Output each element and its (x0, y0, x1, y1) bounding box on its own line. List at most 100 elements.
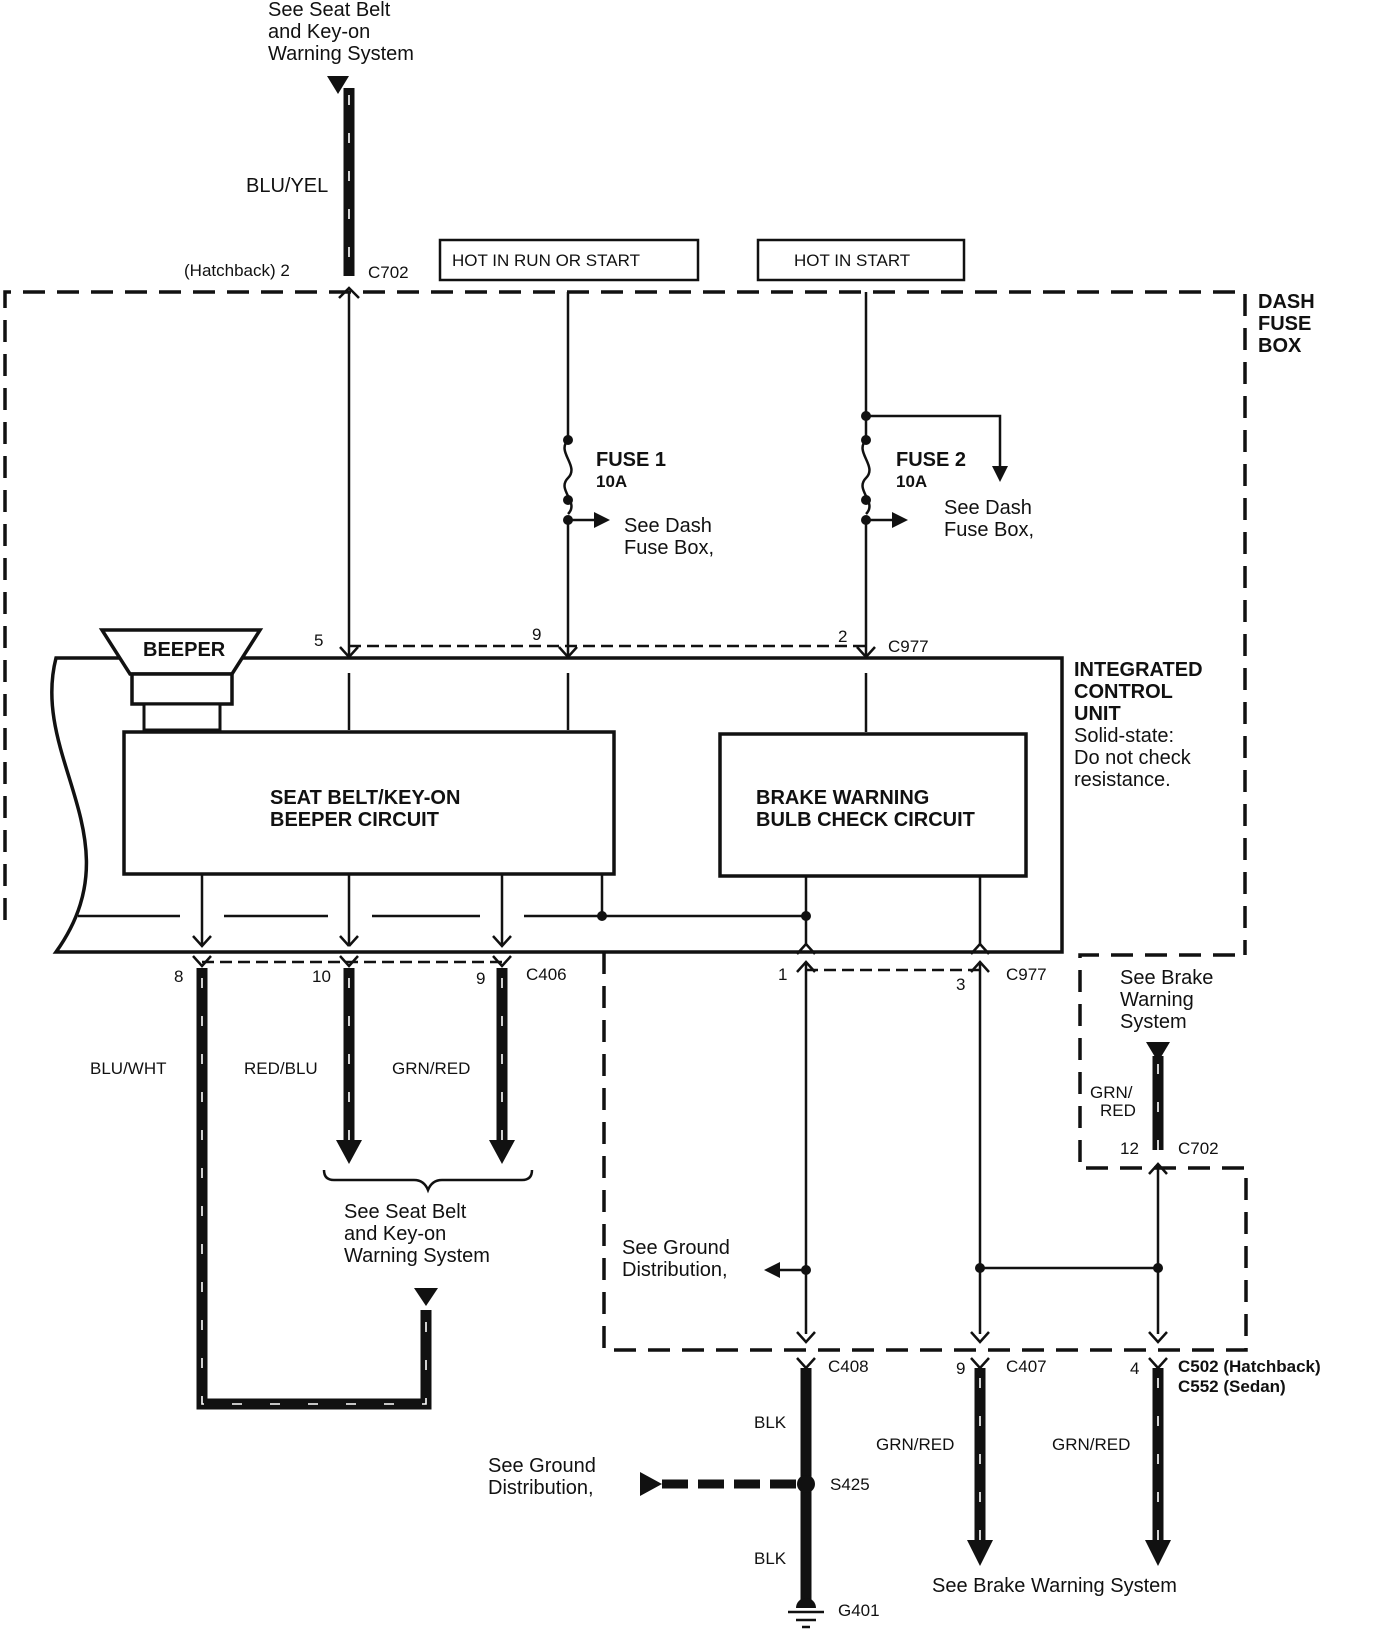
c977-top-pin-arrows (339, 646, 876, 659)
seat-belt-beeper-circuit-box (122, 730, 616, 876)
red-blu-label: RED/BLU (244, 1059, 318, 1078)
top-ref-line2: and Key-on (268, 21, 370, 43)
s425-splice (797, 1475, 815, 1493)
dash-fuse-box-line3: BOX (1258, 335, 1302, 357)
c977-bottom-pin-arrows (796, 942, 990, 955)
c408-label: C408 (828, 1357, 869, 1376)
circuit-output-wires (200, 874, 982, 944)
ground-ref2-line2: Distribution, (488, 1477, 594, 1499)
g401-ground-cap (796, 1598, 816, 1608)
fuse2-name: FUSE 2 (896, 449, 966, 471)
seat-belt-circuit-line2: BEEPER CIRCUIT (270, 809, 439, 831)
brake-warning-bulb-check-circuit-box (718, 732, 1028, 878)
ground-ref2-arrow (640, 1472, 662, 1496)
dash-fuse-box-line1: DASH (1258, 291, 1315, 313)
top-ref-line1: See Seat Belt (268, 0, 391, 21)
brake-top-ref-line2: Warning (1120, 989, 1194, 1011)
seat-belt-ref-line3: Warning System (344, 1245, 490, 1267)
s425-label: S425 (830, 1475, 870, 1494)
c977-top-label: C977 (888, 637, 929, 656)
fuse2-side-wire (866, 414, 1002, 470)
beeper: BEEPER (98, 628, 264, 732)
grn-red-c407-arrow (967, 1540, 993, 1566)
ground-ref1-line1: See Ground (622, 1237, 730, 1259)
lower-harness-boundary (602, 952, 1248, 1352)
red-blu-arrow (336, 1140, 362, 1164)
pin-5-label: 5 (314, 631, 323, 650)
ground-ref1-line2: Distribution, (622, 1259, 728, 1281)
blu-wht-label: BLU/WHT (90, 1059, 167, 1078)
hot-in-start-box (756, 238, 966, 282)
seat-belt-ref-line2: and Key-on (344, 1223, 446, 1245)
grn-red-c502-label: GRN/RED (1052, 1435, 1130, 1454)
icu-label: INTEGRATED CONTROL UNIT Solid-state: Do … (1074, 659, 1203, 791)
fuse2-branch-arrow (892, 512, 908, 528)
icu-line2: CONTROL (1074, 681, 1173, 703)
pin-9-label: 9 (532, 625, 541, 644)
ground-distribution-arrow (764, 1262, 780, 1278)
blk-label-upper: BLK (754, 1413, 787, 1432)
grn-red-split-line2: RED (1100, 1101, 1136, 1120)
brake-bottom-ref: See Brake Warning System (932, 1575, 1177, 1597)
seat-belt-ref-line1: See Seat Belt (344, 1201, 467, 1223)
c406-label: C406 (526, 965, 567, 984)
fuse2-side-arrow (992, 466, 1008, 482)
pin-10-label: 10 (312, 967, 331, 986)
see-dash2-line1: See Dash (944, 497, 1032, 519)
hot-run-or-start-label: HOT IN RUN OR START (452, 251, 640, 270)
fuse2-rating: 10A (896, 472, 927, 491)
blk-label-lower: BLK (754, 1549, 787, 1568)
beeper-base (142, 702, 222, 732)
g401-label: G401 (838, 1601, 880, 1620)
brake-circuit-line2: BULB CHECK CIRCUIT (756, 809, 975, 831)
hot-run-or-start: HOT IN RUN OR START (438, 238, 700, 282)
blu-wht-wire (196, 968, 432, 1410)
pin-8-label: 8 (174, 967, 183, 986)
see-dash1-line1: See Dash (624, 515, 712, 537)
pin-3-label: 3 (956, 975, 965, 994)
dash-fuse-box-line2: FUSE (1258, 313, 1311, 335)
internal-ground-junction-right (801, 911, 811, 921)
brake-circuit-line1: BRAKE WARNING (756, 787, 929, 809)
fuse1-bottom-junction (563, 495, 573, 505)
hot-in-start-label: HOT IN START (794, 251, 910, 270)
grn-red-seat-label: GRN/RED (392, 1059, 470, 1078)
pin-4-label: 4 (1130, 1359, 1139, 1378)
icu-note1: Solid-state: (1074, 725, 1174, 747)
c407-pin-arrow (970, 1331, 990, 1344)
c502-pin-arrow (1148, 1331, 1168, 1344)
grn-red-split-line1: GRN/ (1090, 1083, 1133, 1102)
grn-red-c502-arrow (1145, 1540, 1171, 1566)
c408-pin-arrow (796, 1331, 816, 1344)
fuse1-rating: 10A (596, 472, 627, 491)
icu-line3: UNIT (1074, 703, 1121, 725)
grn-red-seat-arrow (489, 1140, 515, 1164)
c552-label: C552 (Sedan) (1178, 1377, 1286, 1396)
blu-wht-return-arrow (414, 1288, 438, 1306)
icu-note3: resistance. (1074, 769, 1171, 791)
pin-9b-label: 9 (476, 969, 485, 988)
pin-12-label: 12 (1120, 1139, 1139, 1158)
icu-note2: Do not check (1074, 747, 1192, 769)
c702-top-label: C702 (368, 263, 409, 282)
fuse1-branch-arrow (594, 512, 610, 528)
blu-wht-hatch (201, 978, 427, 1405)
c702-right-label: C702 (1178, 1139, 1219, 1158)
beeper-body (130, 672, 234, 706)
brake-top-ref-arrow (1146, 1042, 1170, 1062)
see-dash1-line2: Fuse Box, (624, 537, 714, 559)
top-ref-line3: Warning System (268, 43, 414, 65)
internal-ground-junction-left (597, 911, 607, 921)
see-dash2-line2: Fuse Box, (944, 519, 1034, 541)
seat-belt-ref-brace (322, 1169, 534, 1194)
pin-9c-label: 9 (956, 1359, 965, 1378)
ground-ref2-line1: See Ground (488, 1455, 596, 1477)
c407-label: C407 (1006, 1357, 1047, 1376)
brake-top-ref-line1: See Brake (1120, 967, 1213, 989)
top-ref-arrow (327, 76, 349, 94)
hot-in-start: HOT IN START (756, 238, 966, 282)
dash-fuse-box-boundary (3, 290, 1247, 955)
c502-label: C502 (Hatchback) (1178, 1357, 1321, 1376)
g401-ground-symbol (788, 1598, 824, 1629)
beeper-label: BEEPER (143, 639, 226, 661)
